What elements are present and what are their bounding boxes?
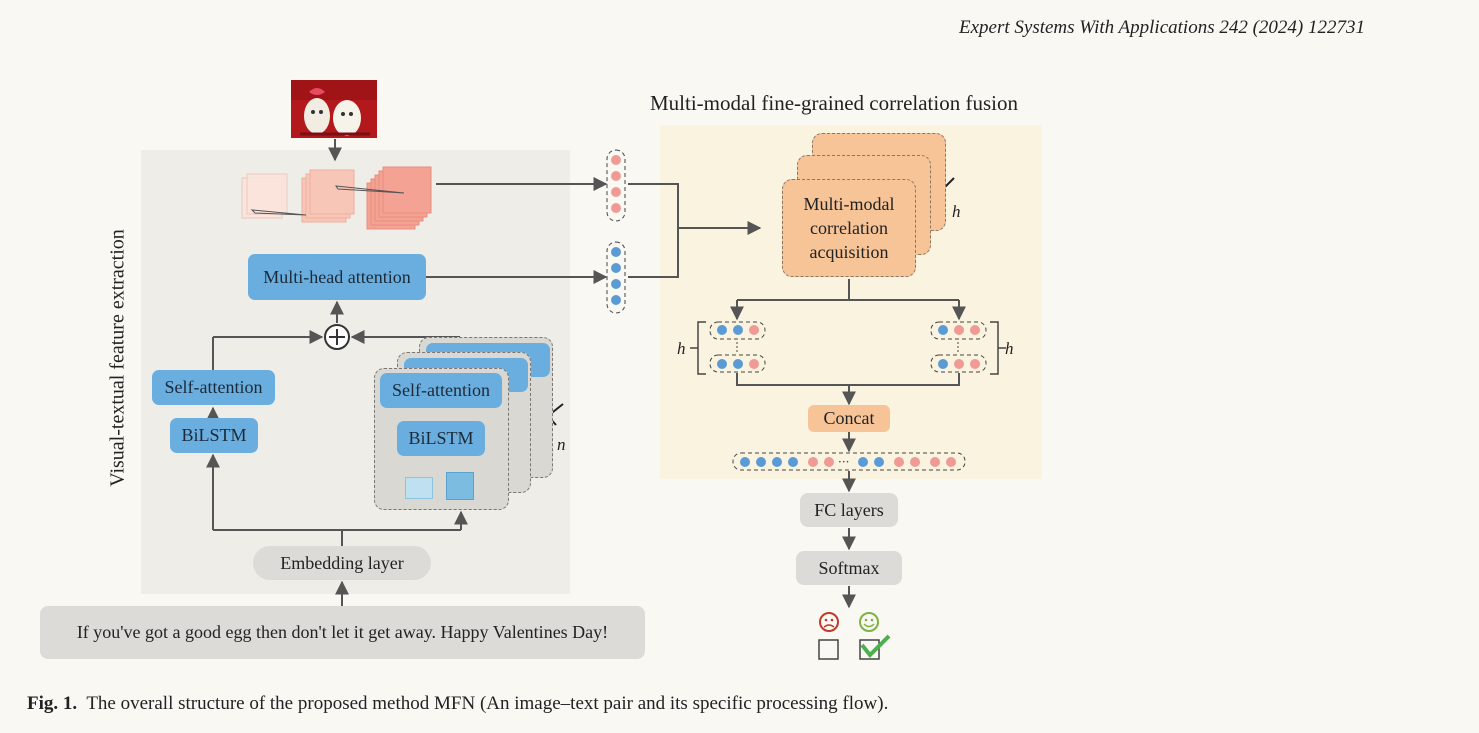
bilstm-stack: BiLSTM (397, 421, 485, 456)
correlation-vectors-right (930, 321, 1006, 375)
right-section-title: Multi-modal fine-grained correlation fus… (650, 91, 1018, 115)
left-h-label: h (677, 339, 686, 358)
empty-checkbox-icon (818, 639, 839, 660)
caption-label: Fig. 1. (27, 693, 78, 714)
visual-feature-vector (606, 149, 626, 222)
image-thumbnail-eggs (291, 80, 377, 138)
happy-face-icon (859, 612, 879, 632)
journal-header: Expert Systems With Applications 242 (20… (959, 17, 1365, 38)
stack-count-n: n (557, 435, 566, 454)
textual-feature-vector (606, 241, 626, 314)
svg-text:···: ··· (838, 455, 849, 469)
right-h-label: h (1005, 339, 1014, 358)
self-attention-stack: Self-attention (380, 373, 502, 408)
concatenated-vector: ··· (732, 452, 966, 471)
concat-box: Concat (808, 405, 890, 432)
input-text-box: If you've got a good egg then don't let … (40, 606, 645, 659)
correlation-vectors-left (690, 321, 766, 375)
sad-face-icon (819, 612, 839, 632)
embedding-cube-large (446, 472, 474, 500)
plus-circle-icon (324, 324, 350, 350)
self-attention-left: Self-attention (152, 370, 275, 405)
embedding-cube-small (405, 477, 433, 499)
checked-checkbox-icon (859, 634, 891, 660)
cnn-feature-maps (241, 166, 432, 230)
acquisition-count-h: h (952, 202, 961, 221)
embedding-layer: Embedding layer (253, 546, 431, 580)
figure-caption: Fig. 1. The overall structure of the pro… (27, 693, 888, 715)
caption-text: The overall structure of the proposed me… (86, 693, 889, 714)
fc-layers-box: FC layers (800, 493, 898, 527)
multi-head-attention: Multi-head attention (248, 254, 426, 300)
bilstm-left: BiLSTM (170, 418, 258, 453)
softmax-box: Softmax (796, 551, 902, 585)
multi-modal-correlation-acquisition: Multi-modal correlation acquisition (782, 179, 916, 277)
